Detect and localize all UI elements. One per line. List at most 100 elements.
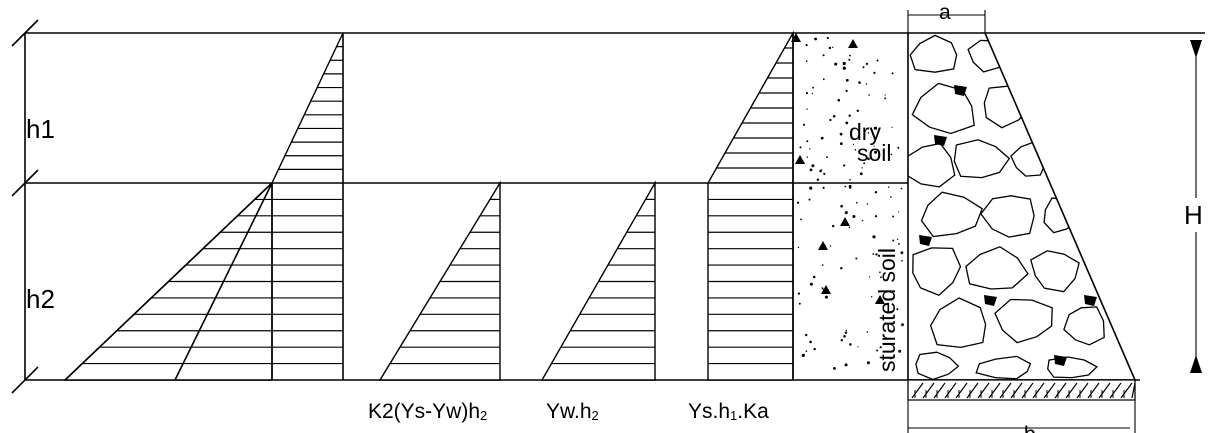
soil-speck [866,361,870,365]
rubble-stone [1030,250,1080,293]
soil-pebble [848,39,858,48]
soil-speck [866,331,869,333]
soil-speck [873,145,875,147]
submerged-hatching [390,198,500,365]
base-width-dimension: b [907,380,1136,433]
soil-speck [798,302,801,305]
soil-speck [842,66,846,70]
rubble-stone [1043,197,1078,234]
soil-speck [898,243,900,245]
soil-speck [805,350,808,352]
soil-speck [896,308,899,311]
soil-speck [809,340,812,344]
soil-speck [873,71,876,74]
height-label: H [1184,200,1203,230]
soil-speck [824,295,828,299]
soil-speck [863,162,866,165]
soil-pebble [795,155,805,164]
soil-speck [800,218,802,221]
submerged-pressure-label: K2(Ys-Yw)h2 [368,400,487,423]
soil-speck [879,271,881,274]
rubble-stone [929,297,987,349]
soil-speck [797,246,800,249]
soil-speck [808,198,811,201]
soil-speck [845,121,849,125]
soil-speck [812,275,816,279]
soil-speck [843,164,846,167]
soil-pebble [840,217,850,226]
foundation-hatch-line [1021,382,1034,399]
combined-pressure-outline [63,32,344,381]
soil-speck [832,115,836,118]
soil-speck [797,292,801,295]
soil-speck [858,81,861,84]
surcharge-pressure-diagram [706,30,794,381]
soil-speck [867,132,870,134]
soil-speck [872,253,875,255]
foundation-hatch-line [911,382,924,399]
soil-speck [833,367,836,370]
soil-speck [856,109,859,113]
soil-speck [868,94,870,96]
rubble-chip [934,135,947,146]
foundation-hatch-line [999,382,1012,399]
rubble-stone [994,298,1053,344]
soil-speck [898,211,900,213]
soil-speck [848,226,851,229]
soil-speck [821,264,824,266]
foundation-hatch-line [1098,382,1111,399]
soil-speck [898,349,902,353]
soil-speck [880,276,882,279]
soil-speck [839,132,843,136]
foundation-hatch-line [1032,382,1045,399]
soil-speck [844,185,847,188]
water-pressure-label: Yw.h2 [546,400,599,423]
soil-speck [837,98,841,102]
soil-speck [796,201,800,204]
soil-speck [822,54,825,57]
soil-speck [802,123,806,126]
soil-speck [866,203,869,205]
rubble-stone [953,139,1011,179]
soil-speck [823,172,826,175]
foundation-hatch-line [955,382,968,399]
top-width-dimension: a [907,1,986,33]
dry-soil-label-line2: soil [857,140,892,166]
soil-speck [799,146,802,149]
foundation-hatch-line [1010,382,1023,399]
soil-speck [812,86,814,89]
saturated-soil-label: sturated soil [874,248,900,372]
rubble-stone [980,195,1035,238]
soil-speck [892,215,895,218]
soil-speck [854,148,857,151]
soil-pebble [818,241,828,250]
height-arrow-top [1190,40,1202,58]
soil-speck [822,186,825,189]
dry-soil-label-line1: dry [849,119,881,145]
foundation [907,379,1136,401]
combined-pressure-diagram [63,32,344,381]
foundation-hatch-line [966,382,979,399]
foundation-hatch-line [988,382,1001,399]
soil-speck [869,276,871,278]
soil-speck [826,36,829,40]
height-dimension: H [1182,40,1206,373]
soil-speck [901,259,903,262]
rubble-stone [1010,141,1047,177]
soil-speck [855,257,858,260]
soil-pebble [791,33,801,42]
soil-speck [874,150,878,154]
soil-speck [900,251,904,255]
soil-speck [811,93,813,95]
soil-speck [879,346,882,349]
soil-speck [809,148,811,150]
soil-speck [849,343,852,346]
soil-speck [840,267,843,270]
soil-speck [805,92,809,95]
soil-speck [809,186,813,190]
rubble-chip [954,85,967,96]
soil-column: dry soil sturated soil [791,33,904,380]
soil-speck [872,235,876,239]
h1-label: h1 [26,114,55,144]
height-arrow-bottom [1190,355,1202,373]
